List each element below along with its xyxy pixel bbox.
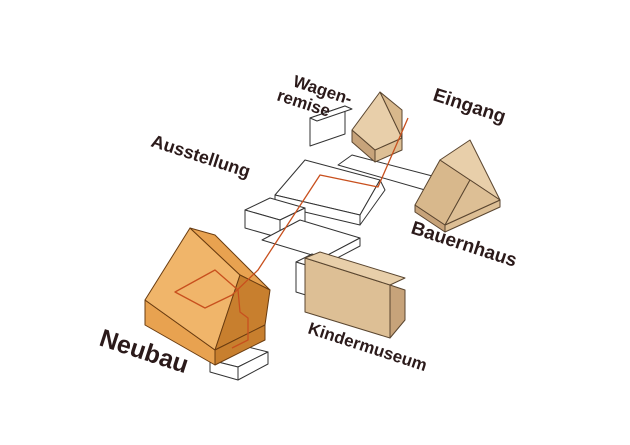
bauernhaus-house [414, 139, 501, 233]
label-ausstellung: Ausstellung [149, 131, 253, 182]
label-bauernhaus: Bauernhaus [408, 218, 519, 272]
label-eingang: Eingang [430, 85, 508, 128]
kindermuseum-house [304, 251, 406, 339]
neubau-building [144, 227, 271, 366]
wagenremise-house [351, 91, 403, 163]
visitor-path [174, 117, 409, 349]
